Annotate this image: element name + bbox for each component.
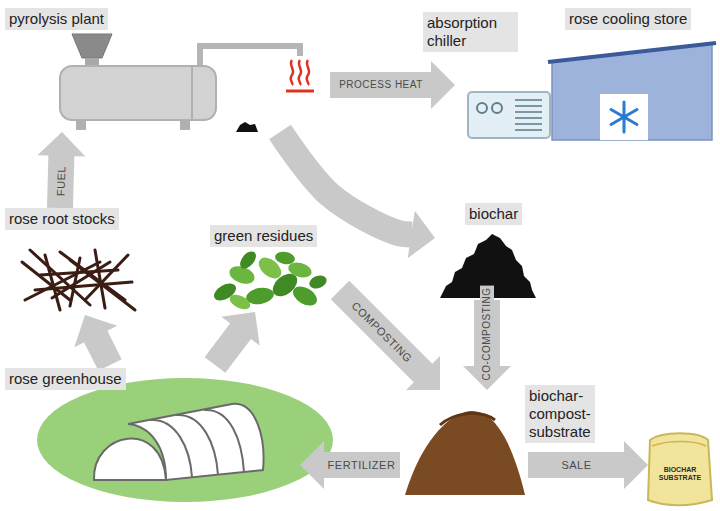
greenhouse-tunnel-part <box>150 420 192 477</box>
flow-arrow <box>330 61 455 109</box>
pyrolysis-machine-part <box>60 66 216 120</box>
compost-pile <box>405 411 525 495</box>
arrow-head <box>37 132 85 157</box>
arrow-label: FUEL <box>53 164 68 198</box>
cooling-store-part-part <box>611 110 637 125</box>
absorption-chiller-part-part <box>515 117 542 119</box>
arrow-shaft <box>215 330 241 365</box>
node-label: biochar <box>465 203 522 225</box>
flow-arrow <box>300 441 400 489</box>
root-stocks-part <box>30 250 90 305</box>
arrow-shaft <box>323 452 400 478</box>
cooling-store: rose cooling store <box>550 5 715 142</box>
green-leaves-part <box>227 292 252 312</box>
green-leaves-part <box>237 248 259 271</box>
root-stocks <box>22 250 135 310</box>
arrow-shaft <box>340 290 424 374</box>
absorption-chiller-part <box>515 100 542 130</box>
substrate-bag-part <box>648 433 712 505</box>
green-leaves-part <box>307 273 328 290</box>
flow-arrow <box>74 315 117 365</box>
compost-substrate: biochar-compost-substrate <box>400 390 528 500</box>
compost-pile-part <box>440 413 495 425</box>
heat-symbol-part <box>307 60 310 85</box>
cooling-store-part <box>600 94 648 140</box>
substrate-bag: BIOCHAR SUBSTRATE <box>648 440 712 505</box>
flow-arrow <box>37 132 85 208</box>
green-leaves-part <box>274 250 296 265</box>
arrow-shaft <box>330 72 432 98</box>
arrow-shaft <box>95 336 110 365</box>
bag-label: BIOCHAR SUBSTRATE <box>654 466 706 482</box>
pyrolysis-machine-part <box>191 67 193 119</box>
pyrolysis-machine-part <box>200 46 300 68</box>
heat-symbol-part <box>299 60 302 85</box>
pyrolysis-plant: pyrolysis plant <box>5 5 330 132</box>
node-label: rose greenhouse <box>5 368 126 390</box>
green-residues: green residues <box>205 225 340 312</box>
arrow-head <box>221 312 259 346</box>
arrow-label: SALE <box>559 458 593 472</box>
substrate-bag <box>648 433 712 505</box>
biochar-output <box>236 122 258 132</box>
root-stocks: rose root stocks <box>5 208 145 315</box>
absorption-chiller-part-part <box>515 105 542 107</box>
absorption-chiller-part <box>492 103 502 113</box>
arrow-head <box>74 315 117 347</box>
greenhouse-tunnel-part <box>204 410 244 472</box>
node-label: green residues <box>210 225 317 247</box>
absorption-chiller-part-part <box>515 99 542 101</box>
substrate-bag-part <box>652 442 706 447</box>
compost-pile-part <box>405 411 525 495</box>
node-label: biochar-compost-substrate <box>525 385 595 443</box>
heat-symbol-part <box>291 60 294 85</box>
greenhouse-tunnel <box>94 404 264 480</box>
node-label: absorption chiller <box>423 12 518 52</box>
cooling-store-part <box>611 102 637 132</box>
arrow-head <box>431 61 455 109</box>
heat-symbol <box>286 60 314 91</box>
cooling-store-part <box>548 43 716 62</box>
absorption-chiller-part <box>477 103 487 113</box>
pyrolysis-machine <box>60 34 300 130</box>
root-stocks-part <box>70 260 135 310</box>
arrow-label: COMPOSTING <box>347 297 416 366</box>
heat-symbol-part <box>286 90 314 93</box>
arrow-head <box>300 441 324 489</box>
cooling-store <box>548 43 716 140</box>
greenhouse-tunnel-part <box>176 415 218 475</box>
cooling-store-part-part <box>611 110 637 125</box>
biochar-output-part <box>236 122 258 132</box>
arrow-label: CO-COMPOSTING <box>480 285 494 382</box>
pyrolysis-machine-part <box>180 120 190 130</box>
absorption-chiller-part-part <box>515 111 542 113</box>
arrow-head <box>624 441 648 489</box>
greenhouse-tunnel-part <box>94 439 166 480</box>
flow-arrow <box>528 441 648 489</box>
node-label: pyrolysis plant <box>5 8 108 30</box>
rose-greenhouse: rose greenhouse <box>5 365 300 505</box>
absorption-chiller: absorption chiller <box>455 12 548 140</box>
arrow-head <box>408 211 435 258</box>
root-stocks-part <box>25 262 100 300</box>
arrow-shaft <box>280 132 412 235</box>
absorption-chiller-part-part <box>515 123 542 125</box>
green-field <box>37 378 333 502</box>
absorption-chiller <box>468 92 550 138</box>
absorption-chiller-part <box>468 92 550 138</box>
green-field-part <box>37 378 333 502</box>
absorption-chiller-part-part <box>515 129 542 131</box>
node-label: rose root stocks <box>5 208 119 230</box>
node-label: rose cooling store <box>565 8 691 30</box>
pyrolysis-machine-part <box>76 120 86 130</box>
flow-arrow <box>340 290 440 390</box>
flow-arrow <box>215 312 260 365</box>
pyrolysis-machine-part <box>72 34 112 58</box>
green-leaves <box>211 248 328 312</box>
arrow-label: PROCESS HEAT <box>337 78 425 92</box>
arrow-label: FERTILIZER <box>326 458 398 472</box>
arrow-shaft <box>528 452 625 478</box>
